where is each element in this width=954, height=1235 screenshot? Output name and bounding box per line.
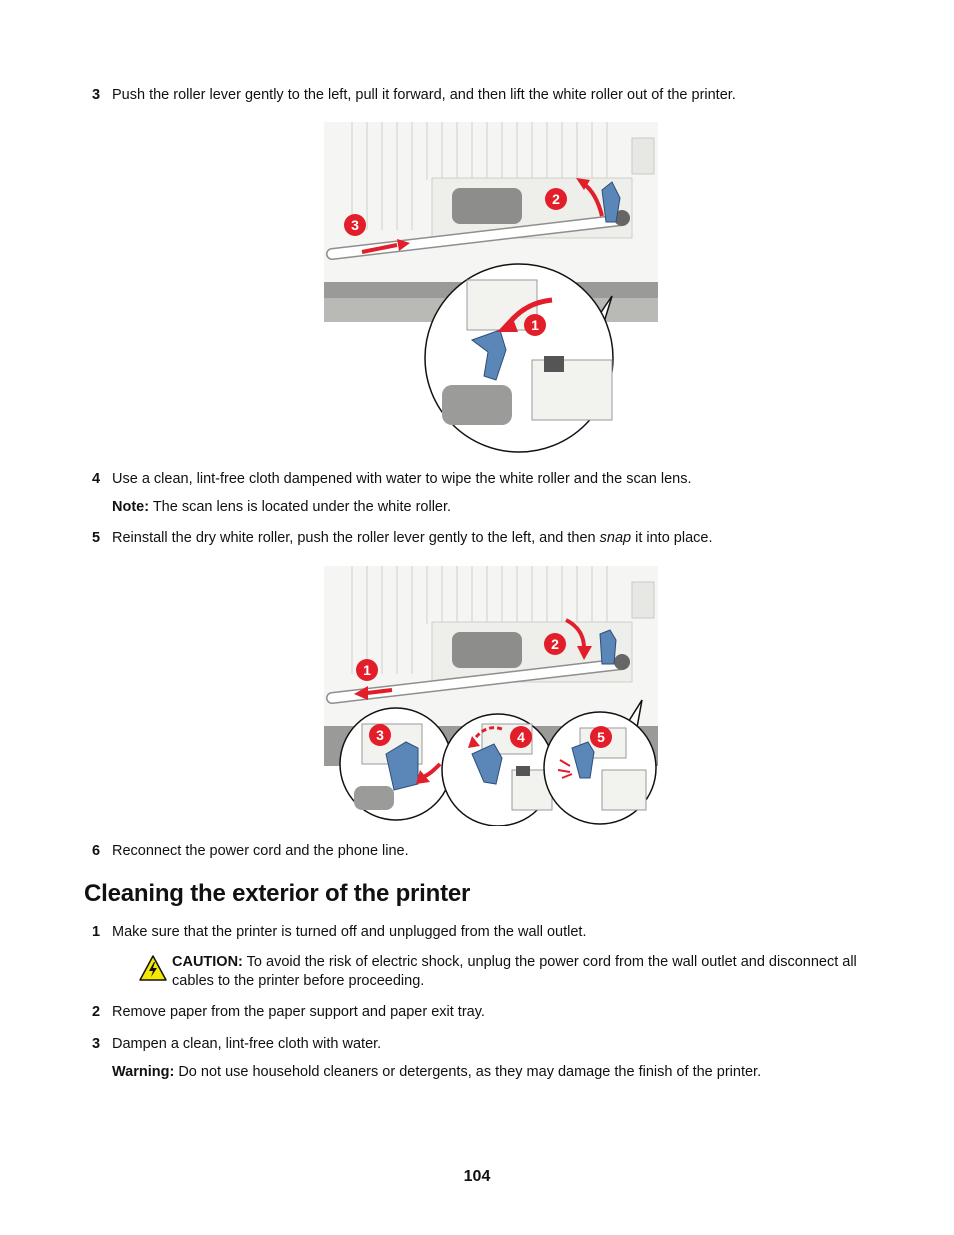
step-text: Use a clean, lint-free cloth dampened wi… bbox=[112, 471, 692, 487]
detail-bubble-4 bbox=[441, 713, 555, 826]
page-number: 104 bbox=[463, 1168, 491, 1185]
step-text: Reinstall the dry white roller, push the… bbox=[112, 529, 882, 548]
step-number: 1 bbox=[92, 924, 101, 940]
printer-ribs bbox=[351, 122, 608, 230]
callout-3-label: 3 bbox=[376, 727, 384, 743]
callout-1-label: 1 bbox=[531, 317, 539, 333]
arrow-2-head bbox=[576, 178, 590, 190]
callout-3 bbox=[369, 724, 391, 746]
arrow-2-head bbox=[577, 646, 592, 660]
arrow-3-head bbox=[397, 239, 410, 251]
roller-gear bbox=[614, 654, 630, 670]
note-text: The scan lens is located under the white… bbox=[149, 499, 452, 515]
rubber-roller bbox=[452, 632, 522, 668]
callout-2 bbox=[545, 188, 567, 210]
callout-5-label: 5 bbox=[597, 729, 605, 745]
caution-label: CAUTION: bbox=[172, 954, 243, 970]
callout-2-label: 2 bbox=[551, 636, 559, 652]
warning-message: Warning: Do not use household cleaners o… bbox=[112, 1063, 882, 1082]
detail-content bbox=[442, 279, 613, 425]
warning-triangle-lightning-icon bbox=[139, 955, 167, 981]
step-number: 6 bbox=[92, 843, 101, 859]
figure-reinstall-roller: 1 2 3 4 5 bbox=[324, 566, 658, 826]
caution-message: CAUTION: To avoid the risk of electric s… bbox=[172, 953, 882, 991]
callout-4-label: 4 bbox=[517, 729, 525, 745]
roller-lever bbox=[601, 181, 621, 223]
step-text: Make sure that the printer is turned off… bbox=[112, 924, 587, 940]
rubber-roller bbox=[452, 188, 522, 224]
callout-4 bbox=[510, 726, 532, 748]
callout-3 bbox=[344, 214, 366, 236]
callout-5 bbox=[590, 726, 612, 748]
step-number: 3 bbox=[92, 1036, 101, 1052]
printer-ribs bbox=[351, 566, 608, 674]
caution-text: To avoid the risk of electric shock, unp… bbox=[172, 954, 857, 989]
callout-1 bbox=[356, 659, 378, 681]
arrow-1 bbox=[366, 688, 393, 695]
roller-lever bbox=[599, 629, 617, 665]
callout-2 bbox=[544, 633, 566, 655]
callout-3-label: 3 bbox=[351, 217, 359, 233]
side-panel bbox=[631, 137, 655, 175]
arrow-2 bbox=[565, 618, 586, 649]
step-text: Remove paper from the paper support and … bbox=[112, 1004, 485, 1020]
warning-label: Warning: bbox=[112, 1064, 175, 1080]
callout-2-label: 2 bbox=[552, 191, 560, 207]
roller-gear bbox=[614, 210, 630, 226]
step-text-part: it into place. bbox=[631, 530, 713, 546]
arrow-1-head bbox=[354, 686, 368, 700]
step-text-emphasis: snap bbox=[599, 530, 632, 546]
step-text: Dampen a clean, lint-free cloth with wat… bbox=[112, 1036, 382, 1052]
warning-text: Do not use household cleaners or deterge… bbox=[174, 1064, 762, 1080]
note-scan-lens: Note: The scan lens is located under the… bbox=[112, 498, 882, 517]
note-label: Note: bbox=[112, 499, 150, 515]
side-panel bbox=[631, 581, 655, 619]
step-number: 2 bbox=[92, 1004, 101, 1020]
callout-1 bbox=[524, 314, 546, 336]
step-text: Push the roller lever gently to the left… bbox=[112, 87, 736, 103]
step-number: 4 bbox=[92, 471, 101, 487]
arrow-3 bbox=[361, 243, 398, 254]
section-title: Cleaning the exterior of the printer bbox=[84, 880, 471, 907]
step-text: Reconnect the power cord and the phone l… bbox=[112, 843, 409, 859]
figure-remove-roller: 3 2 1 bbox=[324, 122, 658, 453]
step-number: 5 bbox=[92, 530, 101, 546]
step-number: 3 bbox=[92, 87, 101, 103]
callout-1-label: 1 bbox=[363, 662, 371, 678]
step-text-part: Reinstall the dry white roller, push the… bbox=[112, 530, 600, 546]
detail-bubble-3 bbox=[339, 707, 453, 821]
